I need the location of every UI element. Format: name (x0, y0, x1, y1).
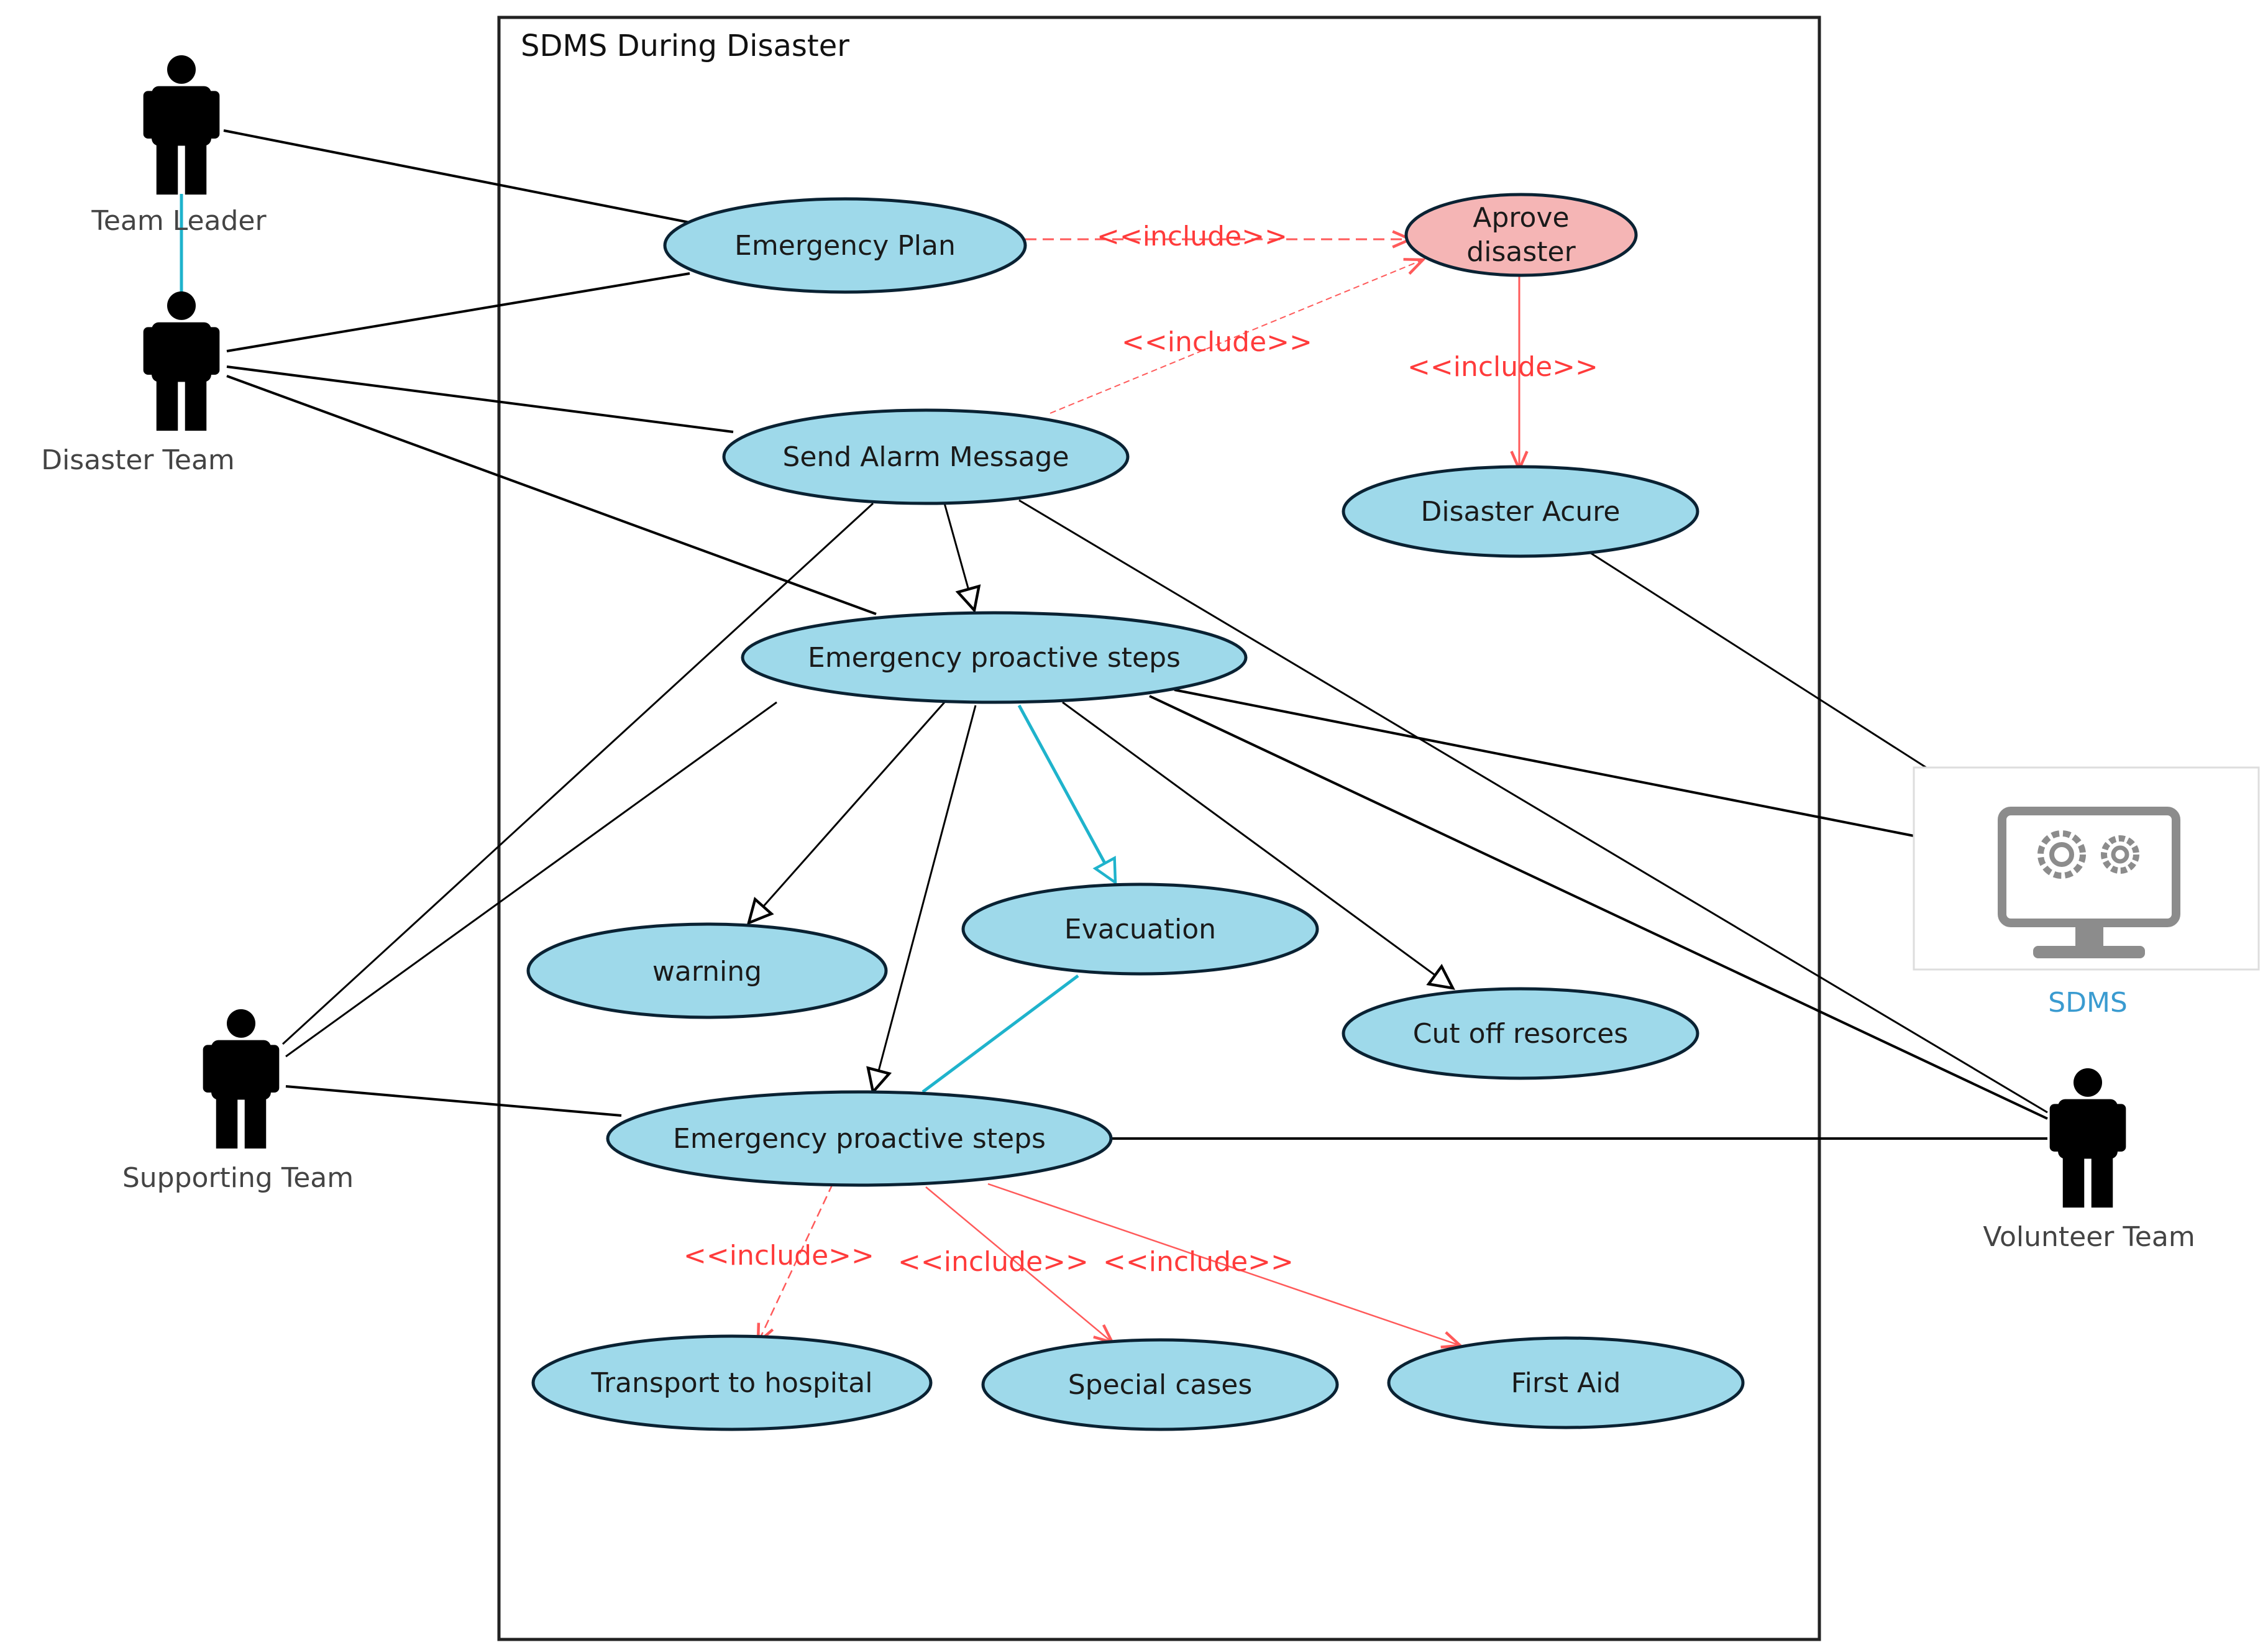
actor-supporting-team[interactable] (203, 1009, 280, 1149)
usecase-special-cases-label: Special cases (1068, 1369, 1253, 1401)
usecase-warning-label: warning (652, 956, 762, 988)
assoc-supporting-steps1 (285, 701, 777, 1058)
usecase-transport-label: Transport to hospital (591, 1367, 873, 1399)
system-boundary (497, 16, 1821, 1641)
usecase-evacuation[interactable]: Evacuation (961, 882, 1319, 976)
assoc-supporting-steps2 (285, 1085, 622, 1117)
usecase-aprove-disaster[interactable]: Aprove disaster (1404, 193, 1638, 277)
usecase-emergency-plan-label: Emergency Plan (734, 230, 956, 262)
assoc-teamleader-plan (223, 129, 697, 225)
computer-gears-icon (1998, 807, 2180, 958)
actor-sdms-label: SDMS (2048, 987, 2128, 1019)
actor-team-leader-label: Team Leader (91, 205, 267, 237)
include-label-transport: <<include>> (684, 1240, 874, 1272)
usecase-aprove-disaster-label-1: Aprove (1473, 202, 1569, 234)
actor-sdms[interactable] (1913, 766, 2260, 971)
usecase-aprove-disaster-label-2: disaster (1466, 236, 1576, 268)
usecase-special-cases[interactable]: Special cases (981, 1338, 1339, 1431)
assoc-sdms-acure (1590, 552, 1927, 769)
assoc-disaster-plan (226, 272, 690, 352)
assoc-disaster-alarm (226, 365, 734, 433)
include-label-approve-acure: <<include>> (1407, 351, 1598, 383)
usecase-transport[interactable]: Transport to hospital (531, 1334, 933, 1431)
gen-steps1-steps2 (873, 705, 977, 1092)
usecase-disaster-acure-label: Disaster Acure (1421, 496, 1621, 528)
person-icon (143, 55, 220, 195)
include-label-alarm-approve: <<include>> (1122, 326, 1312, 358)
usecase-send-alarm[interactable]: Send Alarm Message (722, 408, 1130, 505)
gen-steps1-warning (749, 702, 946, 923)
usecase-emergency-steps-2[interactable]: Emergency proactive steps (606, 1090, 1113, 1187)
assoc-supporting-alarm (281, 502, 874, 1045)
usecase-emergency-steps-1-label: Emergency proactive steps (808, 642, 1181, 674)
usecase-evacuation-label: Evacuation (1064, 914, 1216, 945)
actor-volunteer-team-label: Volunteer Team (1983, 1221, 2195, 1253)
assoc-volunteer-steps1 (1149, 695, 2048, 1120)
usecase-emergency-plan[interactable]: Emergency Plan (663, 197, 1027, 294)
actor-disaster-team[interactable] (143, 291, 220, 431)
actor-volunteer-team[interactable] (2049, 1068, 2126, 1208)
gen-steps1-cutoff (1062, 701, 1453, 988)
include-alarm-approve (1049, 260, 1423, 414)
gen-steps1-evac (1017, 704, 1115, 882)
usecase-send-alarm-label: Send Alarm Message (782, 441, 1069, 473)
assoc-sdms-steps1 (1174, 689, 1914, 837)
include-steps2-special (925, 1186, 1112, 1342)
include-label-firstaid: <<include>> (1103, 1246, 1294, 1278)
assoc-evac-steps2 (921, 974, 1079, 1094)
usecase-emergency-steps-1[interactable]: Emergency proactive steps (741, 611, 1248, 704)
actor-supporting-team-label: Supporting Team (122, 1162, 354, 1194)
usecase-disaster-acure[interactable]: Disaster Acure (1342, 465, 1699, 558)
assoc-volunteer-alarm (1018, 499, 2048, 1114)
usecase-emergency-steps-2-label: Emergency proactive steps (673, 1123, 1046, 1155)
include-steps2-transport (758, 1183, 834, 1342)
usecase-cut-off-label: Cut off resorces (1413, 1018, 1628, 1050)
usecase-first-aid-label: First Aid (1511, 1367, 1621, 1399)
actor-disaster-team-label: Disaster Team (41, 444, 235, 476)
actor-team-leader[interactable] (143, 55, 220, 195)
usecase-warning[interactable]: warning (526, 922, 888, 1019)
include-label-plan-approve: <<include>> (1097, 221, 1287, 252)
include-label-special: <<include>> (898, 1246, 1089, 1278)
usecase-cut-off[interactable]: Cut off resorces (1342, 987, 1699, 1080)
assoc-disaster-steps1 (226, 375, 877, 615)
gen-alarm-steps1 (943, 503, 974, 610)
person-icon (143, 291, 220, 431)
person-icon (2049, 1068, 2126, 1208)
include-steps2-firstaid (987, 1183, 1460, 1345)
system-title: SDMS During Disaster (521, 29, 849, 63)
usecase-first-aid[interactable]: First Aid (1387, 1336, 1745, 1429)
person-icon (203, 1009, 280, 1149)
